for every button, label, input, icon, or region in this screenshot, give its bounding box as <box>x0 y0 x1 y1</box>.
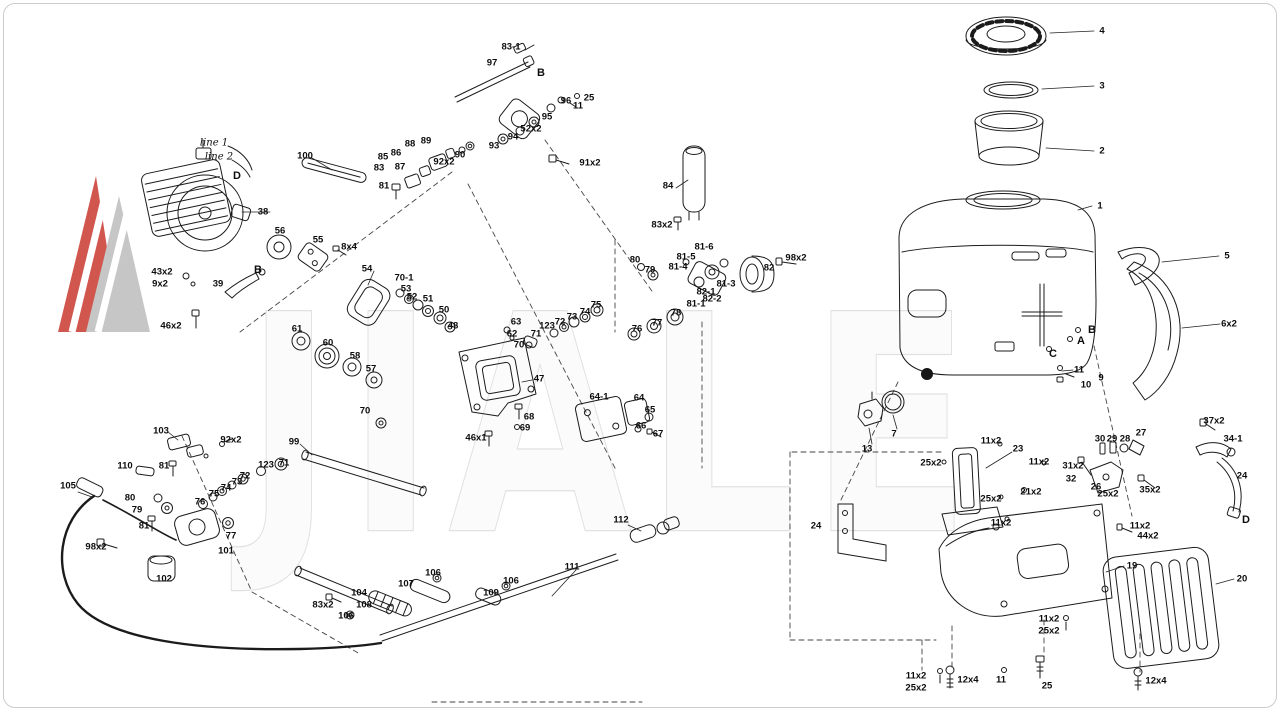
watermark-text: JIALE <box>230 252 985 601</box>
leader-lines <box>77 30 1235 597</box>
brand-logo <box>58 176 150 333</box>
clutch-assembly <box>637 255 797 296</box>
construction-lines <box>181 139 1141 703</box>
muffler-assembly <box>673 145 706 231</box>
flywheel-parts <box>291 278 456 429</box>
frame-assembly <box>837 418 1242 691</box>
upper-gearhead <box>301 42 580 200</box>
gearcase-assembly <box>458 303 684 447</box>
tank-assembly <box>857 16 1181 427</box>
lower-driveline <box>60 433 680 651</box>
engine-assembly <box>141 139 347 329</box>
